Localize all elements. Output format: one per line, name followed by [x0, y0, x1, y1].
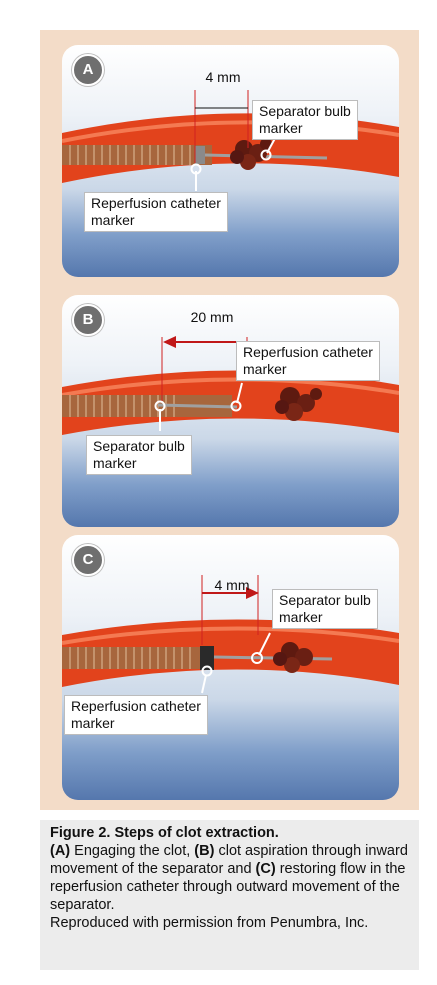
panel-b: B 20 mm Reperfusion catheter marker Sepa… — [62, 295, 399, 527]
caption-a-label: (A) — [50, 843, 71, 859]
panel-a: A 4 mm Separator bulb marker Reperfusion… — [62, 45, 399, 277]
panel-b-catheter-callout: Reperfusion catheter marker — [236, 341, 380, 381]
caption-b-label: (B) — [194, 843, 215, 859]
panel-a-catheter-callout: Reperfusion catheter marker — [84, 192, 228, 232]
figure-frame: A 4 mm Separator bulb marker Reperfusion… — [40, 30, 419, 810]
panel-c-letter: C — [72, 544, 104, 576]
panel-c-illustration — [62, 575, 399, 694]
caption-a-text: Engaging the clot, — [70, 843, 195, 859]
panel-c-catheter-callout: Reperfusion catheter marker — [64, 695, 208, 735]
panel-b-letter: B — [72, 304, 104, 336]
panel-c-separator-callout: Separator bulb marker — [272, 589, 378, 629]
panel-b-separator-callout: Separator bulb marker — [86, 435, 192, 475]
panel-b-measurement: 20 mm — [190, 309, 234, 325]
panel-c-measurement: 4 mm — [214, 577, 250, 593]
caption-title: Figure 2. Steps of clot extraction. — [50, 825, 279, 841]
caption-c-label: (C) — [255, 861, 276, 877]
caption-c-text: restoring flow in the reperfusion cathet… — [50, 861, 406, 913]
caption-body: (A) Engaging the clot, (B) clot aspirati… — [50, 842, 413, 914]
panel-a-separator-callout: Separator bulb marker — [252, 100, 358, 140]
panel-b-illustration — [62, 336, 399, 435]
panel-a-letter: A — [72, 54, 104, 86]
caption-credit: Reproduced with permission from Penumbra… — [50, 915, 369, 931]
figure-caption: Figure 2. Steps of clot extraction. (A) … — [40, 820, 419, 970]
panel-c: C 4 mm Separator bulb marker Reperfusion… — [62, 535, 399, 800]
panel-a-measurement: 4 mm — [205, 69, 241, 85]
caption-b-text: clot aspiration through inward movement … — [50, 843, 408, 877]
